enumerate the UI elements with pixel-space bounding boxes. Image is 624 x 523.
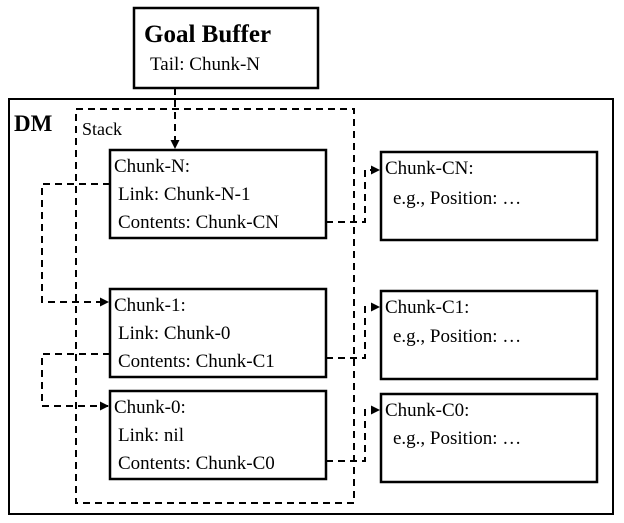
chunk-c0-detail: e.g., Position: … <box>393 428 521 449</box>
dm-box <box>8 98 614 515</box>
chunk-c1-detail: e.g., Position: … <box>393 326 521 347</box>
stack-label: Stack <box>82 119 122 139</box>
link-arrow-n-to-1 <box>41 183 110 307</box>
contents-arrow-cn <box>326 165 380 223</box>
chunk-c1-box <box>379 289 599 381</box>
chunk-cn-box <box>379 150 599 242</box>
chunk-1-contents: Contents: Chunk-C1 <box>118 351 275 372</box>
chunk-0-link: Link: nil <box>118 425 184 446</box>
chunk-1-box <box>108 287 328 379</box>
chunk-1-name: Chunk-1: <box>114 295 186 316</box>
chunk-0-name: Chunk-0: <box>114 397 186 418</box>
stack-box <box>75 108 355 504</box>
chunk-c1-name: Chunk-C1: <box>385 297 469 318</box>
chunk-n-name: Chunk-N: <box>114 156 190 177</box>
chunk-c0-box <box>379 392 599 484</box>
chunk-n-box <box>108 148 328 240</box>
chunk-c0-name: Chunk-C0: <box>385 400 469 421</box>
goal-buffer-title: Goal Buffer <box>144 21 271 48</box>
contents-arrow-c0 <box>326 405 380 462</box>
chunk-n-contents: Contents: Chunk-CN <box>118 212 279 233</box>
contents-arrow-c1 <box>326 302 380 359</box>
goal-buffer-tail: Tail: Chunk-N <box>150 54 260 75</box>
dm-label: DM <box>14 111 53 136</box>
chunk-0-box <box>108 389 328 481</box>
chunk-0-contents: Contents: Chunk-C0 <box>118 453 275 474</box>
chunk-n-link: Link: Chunk-N-1 <box>118 184 250 205</box>
chunk-cn-detail: e.g., Position: … <box>393 188 521 209</box>
goal-buffer-box <box>132 6 320 90</box>
chunk-1-link: Link: Chunk-0 <box>118 323 230 344</box>
chunk-cn-name: Chunk-CN: <box>385 158 474 179</box>
